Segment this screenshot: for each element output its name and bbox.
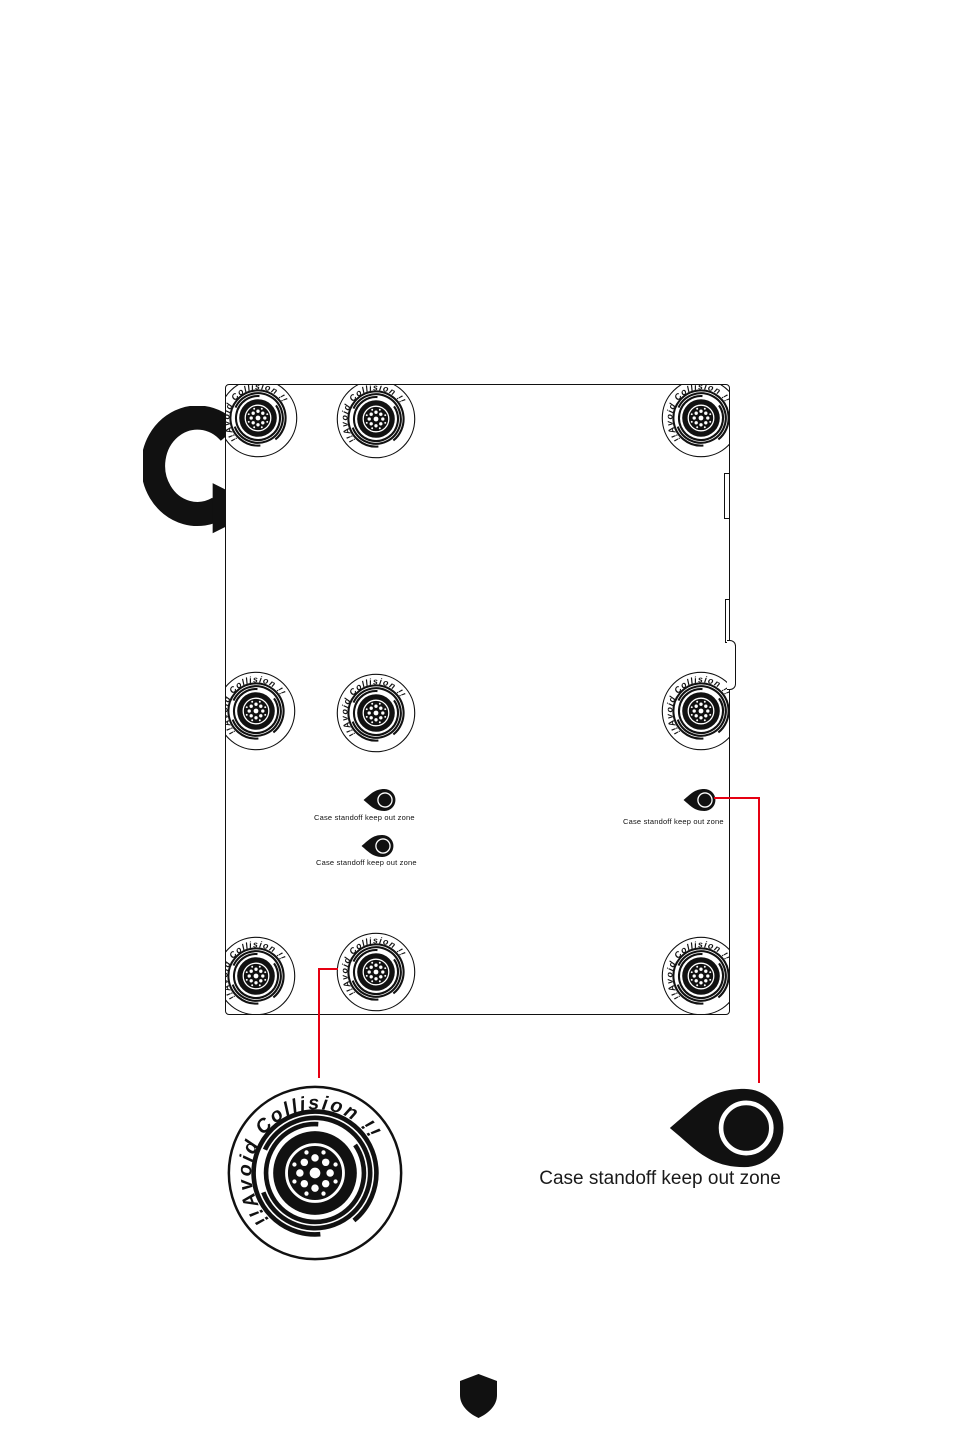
avoid-collision-badge [661, 936, 729, 1014]
avoid-collision-badge [226, 936, 296, 1014]
avoid-collision-badge [226, 385, 298, 458]
board-edge-notch [724, 473, 729, 519]
avoid-collision-badge-large [226, 1084, 404, 1262]
keepout-pin-icon-large [668, 1086, 789, 1170]
keepout-pin-icon [363, 788, 397, 812]
callout-line-keepout [714, 797, 760, 799]
avoid-collision-badge [336, 385, 416, 459]
keepout-pin-icon [683, 788, 717, 812]
brand-shield-icon [460, 1374, 497, 1418]
avoid-collision-badge [336, 932, 416, 1012]
avoid-collision-badge [336, 673, 416, 753]
keepout-label: Case standoff keep out zone [316, 858, 417, 867]
avoid-collision-badge [226, 671, 296, 751]
board-edge-notch [725, 599, 729, 643]
keepout-label: Case standoff keep out zone [314, 813, 415, 822]
board-edge-tab [727, 640, 736, 690]
avoid-collision-badge [661, 671, 729, 751]
callout-line-badge [319, 968, 338, 970]
callout-line-badge [318, 968, 320, 1078]
motherboard-outline: Case standoff keep out zone Case standof… [225, 384, 730, 1015]
avoid-collision-badge [661, 385, 729, 458]
legend-keepout-label: Case standoff keep out zone [539, 1168, 781, 1189]
keepout-pin-icon [361, 834, 395, 858]
callout-line-keepout [758, 797, 760, 1083]
keepout-label: Case standoff keep out zone [623, 817, 724, 826]
